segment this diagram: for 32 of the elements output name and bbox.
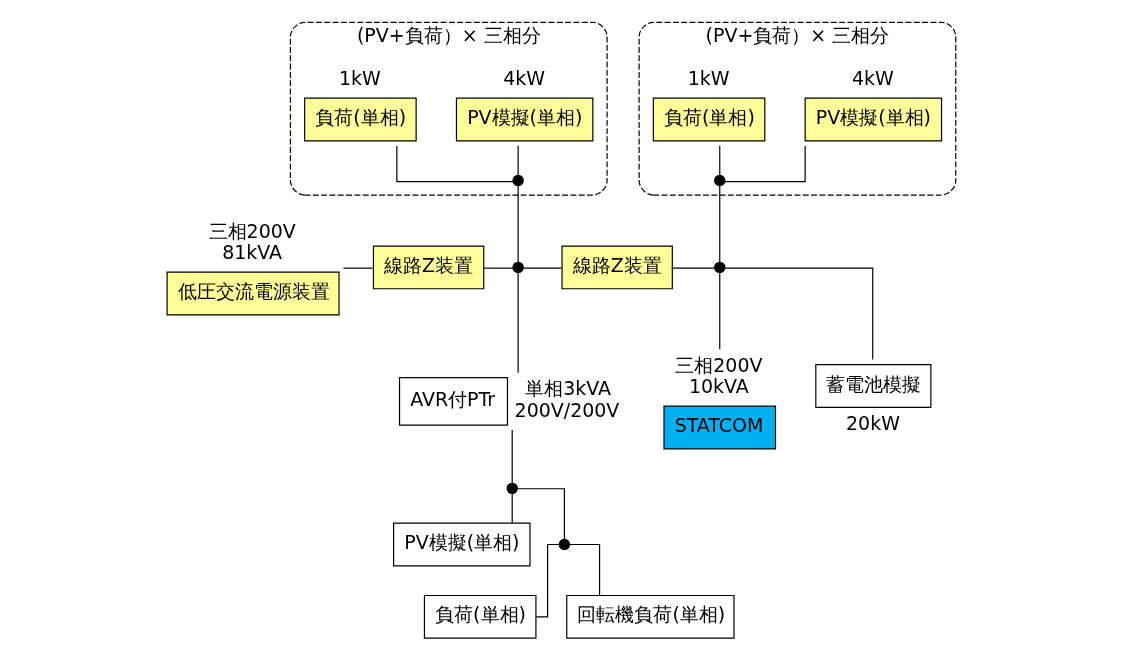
connector: [522, 267, 562, 269]
connector: [395, 145, 514, 183]
connector: [568, 543, 600, 596]
connector: [342, 267, 373, 269]
node-circle: [713, 261, 725, 274]
connector: [511, 492, 513, 524]
connector: [517, 185, 519, 263]
node-label: 1kW: [338, 66, 381, 89]
connector: [535, 543, 560, 618]
connector: [517, 145, 519, 176]
node-label: 三相200V 10kVA: [674, 353, 762, 397]
node-circle: [713, 174, 725, 187]
node-circle: [506, 482, 518, 495]
node-circle: [511, 261, 524, 274]
node-label: 4kW: [851, 66, 894, 89]
node-label: 三相200V 81kVA: [208, 219, 296, 263]
connector: [718, 145, 720, 176]
connector: [517, 272, 519, 374]
connector: [718, 272, 720, 350]
node-label: 1kW: [687, 66, 730, 89]
connector: [670, 267, 715, 269]
connector: [723, 267, 873, 361]
connector: [482, 267, 514, 269]
connector: [723, 145, 806, 183]
node-label: 20kW: [845, 411, 900, 434]
connector: [511, 429, 513, 484]
node-circle: [511, 174, 524, 187]
connector: [516, 488, 565, 540]
node-label: 4kW: [502, 66, 545, 89]
node-label: 単相3kVA 200V/200V: [514, 377, 619, 421]
connector: [718, 185, 720, 263]
node-circle: [558, 538, 570, 551]
